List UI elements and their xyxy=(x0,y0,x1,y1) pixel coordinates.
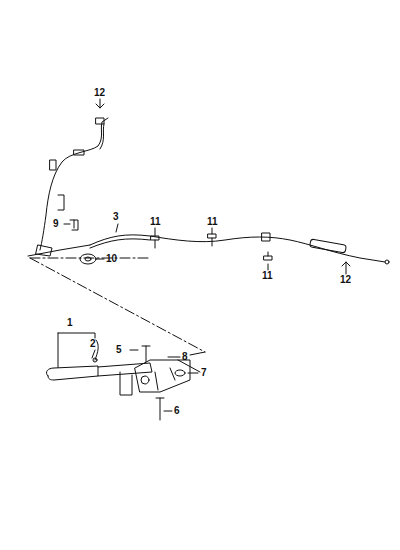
leader-line xyxy=(268,264,269,270)
bolt xyxy=(156,398,164,420)
cable xyxy=(90,239,150,248)
leader-line xyxy=(155,228,156,236)
cable-clip xyxy=(262,233,270,241)
callout-number: 2 xyxy=(90,339,96,349)
bolt xyxy=(208,234,216,246)
leader-line xyxy=(96,99,104,108)
grommet xyxy=(80,254,96,264)
callout-number: 6 xyxy=(174,406,180,416)
callout-number: 12 xyxy=(340,275,351,285)
ratchet xyxy=(155,368,175,390)
base-plate xyxy=(135,360,190,392)
leader-line xyxy=(116,224,118,232)
bracket-leader xyxy=(58,333,95,370)
callout-number: 1 xyxy=(67,318,73,328)
grommet xyxy=(85,257,91,261)
lever-bracket xyxy=(120,372,132,395)
front-rod xyxy=(28,245,90,256)
leader-line xyxy=(342,262,350,274)
cable xyxy=(90,235,385,262)
cable-end xyxy=(385,260,389,264)
bolt xyxy=(264,252,272,260)
reference-line xyxy=(190,352,205,355)
callout-number: 9 xyxy=(53,219,59,229)
leader-line xyxy=(64,224,70,225)
callout-number: 5 xyxy=(116,345,122,355)
callout-number: 10 xyxy=(106,254,117,264)
bolt xyxy=(151,236,159,248)
pivot xyxy=(141,376,149,384)
callout-number: 11 xyxy=(150,217,161,227)
callout-number: 11 xyxy=(207,217,218,227)
reference-line xyxy=(30,258,205,352)
leader-line xyxy=(212,228,213,234)
leader-line xyxy=(92,350,95,358)
callout-number: 11 xyxy=(262,271,273,281)
callout-number: 3 xyxy=(113,212,119,222)
cable-clip xyxy=(50,160,56,170)
cable-end xyxy=(96,118,104,124)
leader-line xyxy=(168,357,180,358)
cable-sheath xyxy=(310,239,347,253)
leader-line xyxy=(130,350,138,351)
leader-line xyxy=(96,259,104,260)
cable-clip xyxy=(74,150,84,155)
cable xyxy=(100,124,104,149)
cable-bracket xyxy=(58,195,64,210)
equalizer xyxy=(36,245,52,256)
clip xyxy=(70,220,78,230)
lever-grip xyxy=(46,366,98,380)
callout-number: 7 xyxy=(201,368,207,378)
bolt xyxy=(142,346,150,362)
callout-number: 12 xyxy=(94,88,105,98)
switch xyxy=(93,358,97,362)
callout-number: 8 xyxy=(182,352,188,362)
cable xyxy=(40,118,108,250)
leader-line xyxy=(164,411,172,412)
nut xyxy=(175,370,185,376)
lever-arm xyxy=(98,363,152,376)
